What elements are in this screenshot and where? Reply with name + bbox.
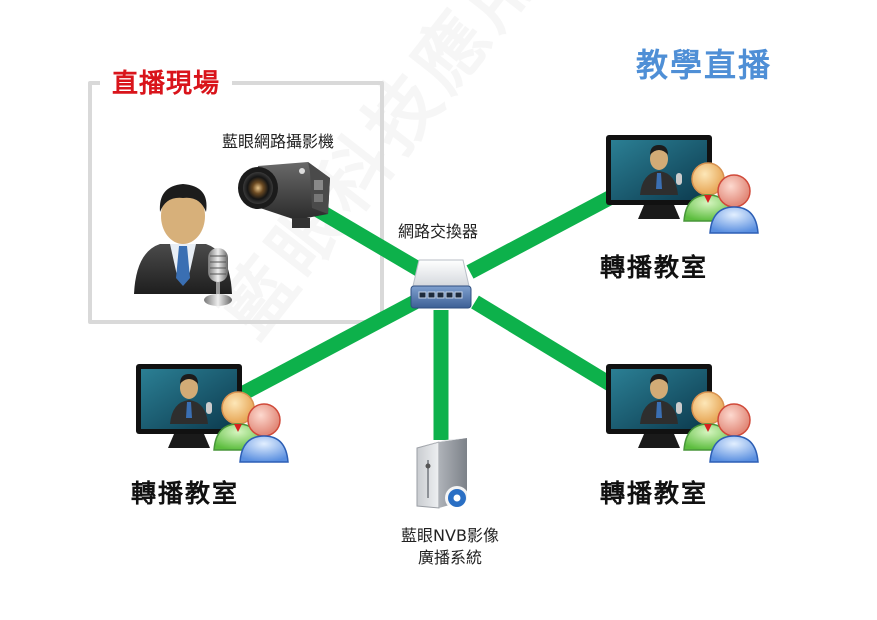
camera-label: 藍眼網路攝影機 bbox=[222, 132, 335, 151]
network-switch-icon bbox=[410, 259, 472, 309]
classroom-bottom-left bbox=[134, 362, 290, 470]
monitor-with-audience-icon bbox=[136, 364, 289, 463]
link-switch-classroom-bottom-left bbox=[236, 295, 419, 402]
classroom-bottom-right bbox=[604, 362, 760, 470]
live-site-title: 直播現場 bbox=[100, 64, 233, 104]
monitor-with-audience-icon bbox=[606, 364, 759, 463]
server-icon bbox=[416, 438, 469, 510]
ip-camera-icon bbox=[238, 162, 330, 228]
nvb-server-label-line1: 藍眼NVB影像 bbox=[401, 526, 499, 545]
classroom-bottom-right-label: 轉播教室 bbox=[600, 479, 709, 508]
presenter-icon bbox=[134, 184, 232, 306]
classroom-top-right bbox=[604, 133, 760, 241]
classroom-bottom-left-label: 轉播教室 bbox=[131, 479, 240, 508]
microphone-icon bbox=[204, 248, 232, 306]
switch-label: 網路交換器 bbox=[398, 222, 479, 241]
link-switch-classroom-top-right bbox=[466, 188, 619, 279]
nvb-server-label-line2: 廣播系統 bbox=[417, 548, 482, 567]
monitor-with-audience-icon bbox=[606, 135, 759, 234]
link-camera-switch bbox=[314, 203, 424, 277]
classroom-top-right-label: 轉播教室 bbox=[600, 253, 709, 282]
link-switch-classroom-bottom-right bbox=[471, 295, 614, 391]
diagram-title: 教學直播 bbox=[636, 46, 773, 84]
live-site-box bbox=[88, 81, 384, 324]
